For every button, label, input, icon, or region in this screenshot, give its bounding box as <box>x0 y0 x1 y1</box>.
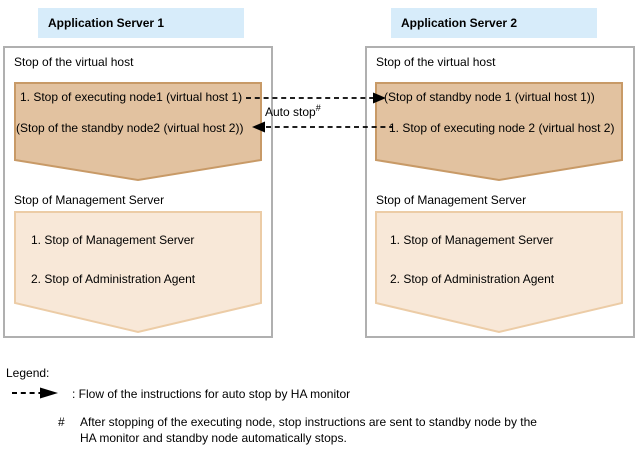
server1-virtual-host-step1: 1. Stop of executing node1 (virtual host… <box>20 90 243 104</box>
auto-stop-footnote-marker: # <box>315 103 321 113</box>
auto-stop-label: Auto stop# <box>265 103 321 119</box>
server1-virtual-host-label: Stop of the virtual host <box>14 55 134 69</box>
footnote-line-1: After stopping of the executing node, st… <box>80 415 537 429</box>
server1-management-label: Stop of Management Server <box>14 193 165 207</box>
app-server-2-title: Application Server 2 <box>391 8 597 38</box>
server1-management-chevron-box <box>14 211 262 334</box>
footnote-line-2: HA monitor and standby node automaticall… <box>80 431 347 445</box>
server2-management-step2: 2. Stop of Administration Agent <box>390 272 555 286</box>
footnote-marker: # <box>58 415 65 429</box>
legend-arrow-description: : Flow of the instructions for auto stop… <box>72 387 351 401</box>
app-server-1-title: Application Server 1 <box>38 8 244 38</box>
server2-virtual-host-chevron-box <box>375 82 623 182</box>
legend-title: Legend: <box>6 366 50 380</box>
server1-management-step2: 2. Stop of Administration Agent <box>31 272 196 286</box>
server1-management-step1: 1. Stop of Management Server <box>31 233 195 247</box>
server2-virtual-host-step2: 1. Stop of executing node 2 (virtual hos… <box>389 121 615 135</box>
server2-virtual-host-step1: (Stop of standby node 1 (virtual host 1)… <box>384 90 595 104</box>
auto-stop-text: Auto stop <box>265 105 316 119</box>
server2-management-label: Stop of Management Server <box>376 193 527 207</box>
server1-virtual-host-chevron-box <box>14 82 262 182</box>
server2-management-chevron-box <box>375 211 623 334</box>
server2-management-step1: 1. Stop of Management Server <box>390 233 554 247</box>
legend-dashed-arrow-icon <box>12 387 58 399</box>
server1-virtual-host-step2: (Stop of the standby node2 (virtual host… <box>16 121 244 135</box>
server2-virtual-host-label: Stop of the virtual host <box>376 55 496 69</box>
